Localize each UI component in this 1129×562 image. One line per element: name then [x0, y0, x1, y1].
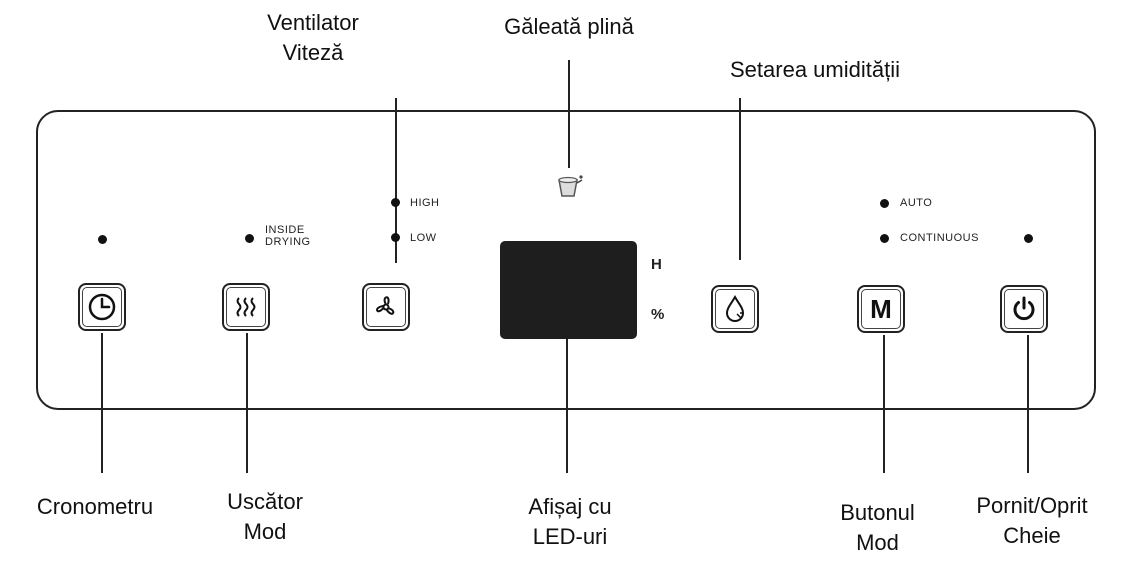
power-button[interactable]	[1000, 285, 1048, 333]
continuous-led-left	[880, 234, 889, 243]
power-icon	[1013, 296, 1035, 321]
humidity-setting-leader	[739, 98, 741, 260]
led-display-callout-line2: LED-uri	[532, 524, 608, 549]
inside-drying-indicator: INSIDE DRYING	[265, 224, 311, 248]
fan-speed-callout-line1: Ventilator	[267, 10, 359, 35]
unit-percent-label: %	[651, 306, 665, 323]
mode-button-leader	[883, 335, 885, 473]
clock-icon	[88, 293, 116, 321]
low-led	[391, 233, 400, 242]
low-indicator: LOW	[410, 232, 437, 244]
humidity-setting-button[interactable]	[711, 285, 759, 333]
timer-button-face	[82, 287, 122, 327]
humidity-setting-button-face	[715, 289, 755, 329]
fan-speed-callout: Ventilator Viteză	[258, 8, 368, 68]
dryer-mode-callout-line1: Uscător	[227, 489, 303, 514]
humidity-setting-callout: Setarea umidității	[690, 55, 940, 85]
mode-button-face: M	[861, 289, 901, 329]
unit-h-label: H	[651, 256, 662, 273]
fan-speed-callout-line2: Viteză	[282, 40, 344, 65]
water-drop-icon	[725, 294, 745, 322]
inside-drying-led	[245, 234, 254, 243]
inside-drying-line1: INSIDE	[265, 224, 305, 236]
timer-button[interactable]	[78, 283, 126, 331]
fan-icon	[376, 296, 395, 315]
timer-callout: Cronometru	[5, 492, 185, 522]
dryer-mode-button[interactable]	[222, 283, 270, 331]
led-display-callout: Afișaj cu LED-uri	[505, 492, 635, 552]
bucket-full-callout-text: Găleată plină	[504, 14, 634, 39]
mode-button-callout-line1: Butonul	[840, 500, 915, 525]
bucket-full-callout: Găleată plină	[474, 12, 664, 42]
continuous-led-right	[1024, 234, 1033, 243]
dryer-mode-callout: Uscător Mod	[210, 487, 320, 547]
dryer-mode-button-face	[226, 287, 266, 327]
power-key-callout-line1: Pornit/Oprit	[976, 493, 1088, 518]
fan-speed-button-face	[366, 287, 406, 327]
high-led	[391, 198, 400, 207]
auto-indicator: AUTO	[900, 197, 933, 209]
inside-drying-line2: DRYING	[265, 236, 311, 248]
continuous-indicator: CONTINUOUS	[900, 232, 979, 244]
power-key-callout: Pornit/Oprit Cheie	[962, 491, 1102, 551]
power-button-face	[1004, 289, 1044, 329]
humidity-setting-callout-text: Setarea umidității	[730, 57, 900, 82]
timer-led	[98, 235, 107, 244]
fan-speed-button[interactable]	[362, 283, 410, 331]
auto-led	[880, 199, 889, 208]
timer-callout-text: Cronometru	[36, 494, 154, 519]
power-key-leader	[1027, 335, 1029, 473]
mode-button-callout-line2: Mod	[856, 530, 899, 555]
bucket-full-leader	[568, 60, 570, 168]
led-display	[500, 241, 637, 339]
bucket-full-icon	[558, 175, 583, 197]
fan-speed-leader	[395, 98, 397, 263]
mode-button-label: M	[870, 294, 892, 324]
dryer-mode-callout-line2: Mod	[243, 519, 287, 544]
power-key-callout-line2: Cheie	[1003, 523, 1061, 548]
led-display-leader	[566, 339, 568, 473]
timer-leader	[101, 333, 103, 473]
led-display-callout-line1: Afișaj cu	[528, 494, 612, 519]
mode-button-callout: Butonul Mod	[820, 498, 935, 558]
mode-button[interactable]: M	[857, 285, 905, 333]
high-indicator: HIGH	[410, 197, 440, 209]
heat-waves-icon	[236, 297, 256, 317]
dryer-mode-leader	[246, 333, 248, 473]
